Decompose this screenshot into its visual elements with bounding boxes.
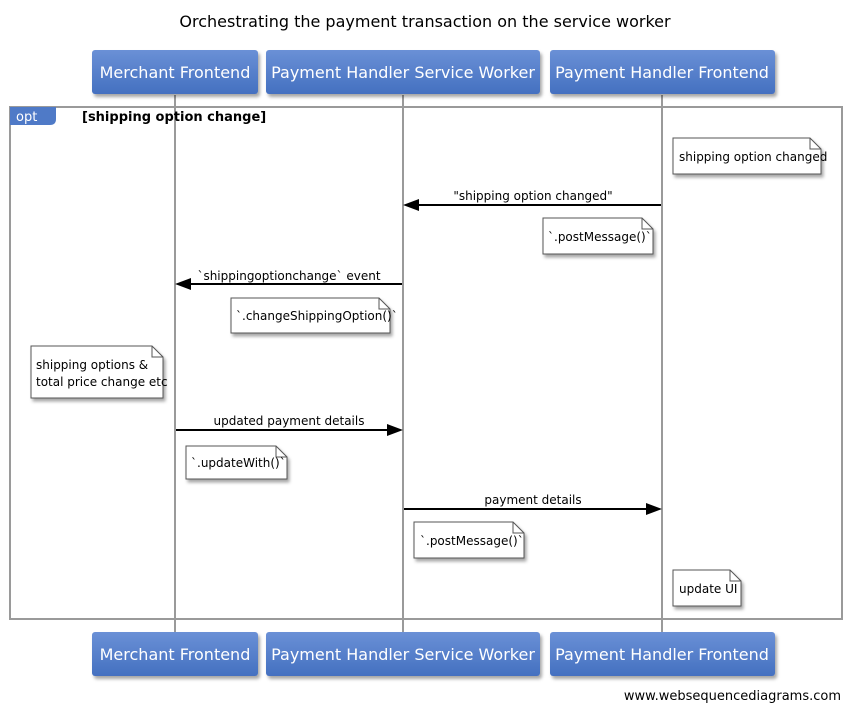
- message-shippingoptionchange-event: `shippingoptionchange` event: [175, 269, 402, 290]
- note-shipping-options-total-price: shipping options & total price change et…: [30, 345, 168, 399]
- participant-label: Payment Handler Frontend: [555, 645, 769, 664]
- participant-label: Payment Handler Frontend: [555, 63, 769, 82]
- message-label: payment details: [484, 493, 581, 507]
- note-update-ui: update UI: [672, 569, 742, 607]
- note-text: `.postMessage()`: [548, 230, 652, 244]
- participant-bottom-payment-handler-service-worker: Payment Handler Service Worker: [266, 632, 540, 676]
- opt-fragment-tab: [10, 107, 56, 125]
- note-change-shipping-option: `.changeShippingOption()`: [230, 297, 398, 334]
- participant-bottom-merchant-frontend: Merchant Frontend: [92, 632, 258, 676]
- participant-label: Merchant Frontend: [100, 63, 251, 82]
- note-text: shipping option changed: [679, 150, 827, 164]
- note-text: `.postMessage()`: [420, 534, 524, 548]
- note-update-with: `.updateWith()`: [185, 445, 288, 480]
- note-text-line-2: total price change etc: [36, 375, 168, 389]
- note-post-message-2: `.postMessage()`: [413, 521, 525, 559]
- message-shipping-option-changed: "shipping option changed": [403, 189, 661, 211]
- message-label: updated payment details: [214, 414, 365, 428]
- participant-label: Merchant Frontend: [100, 645, 251, 664]
- opt-fragment: [9, 106, 843, 620]
- note-text-line-1: shipping options &: [36, 358, 148, 372]
- message-label: `shippingoptionchange` event: [197, 269, 380, 283]
- participant-top-merchant-frontend: Merchant Frontend: [92, 50, 258, 94]
- participant-label: Payment Handler Service Worker: [271, 645, 535, 664]
- participant-label: Payment Handler Service Worker: [271, 63, 535, 82]
- footer-watermark: www.websequencediagrams.com: [624, 689, 841, 704]
- note-text: `.changeShippingOption()`: [236, 309, 398, 323]
- participant-bottom-payment-handler-frontend: Payment Handler Frontend: [550, 632, 775, 676]
- opt-fragment-guard: [shipping option change]: [82, 110, 266, 125]
- message-updated-payment-details: updated payment details: [176, 414, 403, 436]
- message-label: "shipping option changed": [453, 189, 612, 203]
- note-text: `.updateWith()`: [191, 456, 286, 470]
- message-payment-details: payment details: [404, 493, 662, 515]
- diagram-title: Orchestrating the payment transaction on…: [179, 12, 671, 31]
- participant-top-payment-handler-frontend: Payment Handler Frontend: [550, 50, 775, 94]
- note-post-message-1: `.postMessage()`: [542, 217, 654, 255]
- participant-top-payment-handler-service-worker: Payment Handler Service Worker: [266, 50, 540, 94]
- note-text: update UI: [679, 582, 737, 596]
- opt-fragment-operator: opt: [16, 110, 37, 125]
- note-shipping-option-changed: shipping option changed: [672, 137, 827, 175]
